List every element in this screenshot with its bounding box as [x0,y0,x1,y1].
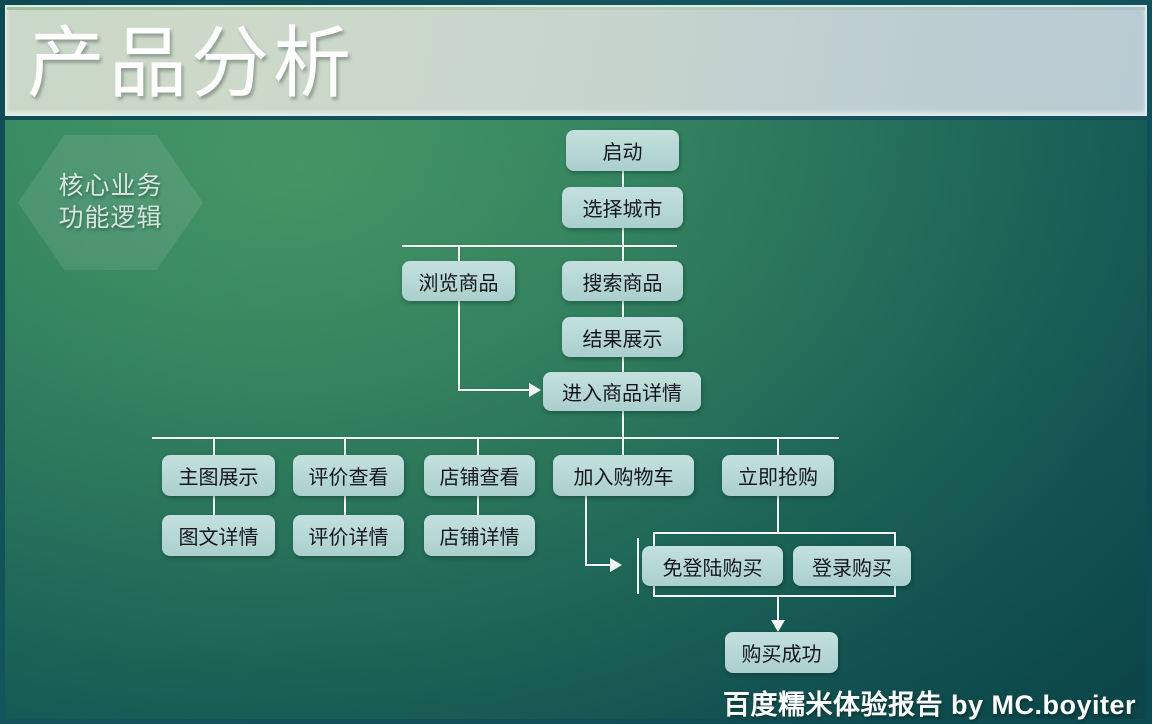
divider-purchase-group [637,538,639,594]
flow-node-add-cart[interactable]: 加入购物车 [553,455,694,496]
flow-node-label: 店铺查看 [439,467,520,489]
arrow-browse-to-detail [529,383,541,397]
flow-node-label: 店铺详情 [439,527,520,549]
flow-node-search-goods[interactable]: 搜索商品 [562,261,683,301]
flow-node-main-image[interactable]: 主图展示 [162,455,275,496]
section-badge-hexagon: 核心业务 功能逻辑 [18,135,203,270]
flow-node-label: 启动 [602,142,643,164]
connector-buy-now-down [777,496,779,533]
flow-node-browse-goods[interactable]: 浏览商品 [402,261,515,301]
connector-purchase-split-bar [653,532,896,534]
flow-node-review-detail[interactable]: 评价详情 [293,515,404,556]
flow-node-shop-detail[interactable]: 店铺详情 [424,515,535,556]
slide-header-banner: 产品分析 [5,5,1147,116]
flow-node-buy-now[interactable]: 立即抢购 [722,455,834,496]
flow-node-buy-success[interactable]: 购买成功 [725,632,838,673]
flow-node-image-text[interactable]: 图文详情 [162,515,275,556]
flow-node-select-city[interactable]: 选择城市 [562,187,683,228]
connector-to-main-image [213,437,215,455]
flow-node-label: 图文详情 [178,527,259,549]
connector-add-cart-down [585,496,587,566]
connector-city-down [622,228,624,246]
flow-node-label: 主图展示 [178,467,259,489]
flow-node-label: 进入商品详情 [562,383,682,405]
connector-merge-to-success [777,595,779,623]
connector-main-image-to-imagetext [213,496,215,515]
flow-node-label: 立即抢购 [738,467,818,489]
connector-purchase-merge-bar [653,595,896,597]
connector-split-bar-top [402,245,677,247]
flow-node-label: 评价查看 [308,467,389,489]
connector-split-bar-wide [152,437,839,439]
connector-login-buy-down [894,586,896,596]
connector-review-view-to-detail [344,496,346,515]
flow-node-goods-detail[interactable]: 进入商品详情 [543,372,701,411]
connector-browse-down [458,301,460,390]
flow-node-label: 结果展示 [582,328,663,351]
header-accent-line [7,7,1145,10]
flow-node-label: 购买成功 [741,644,822,666]
flow-node-result-display[interactable]: 结果展示 [562,317,683,357]
connector-browse-right [458,389,530,391]
flow-node-label: 登录购买 [812,557,892,580]
arrow-add-cart-to-purchase [610,558,622,572]
connector-search-to-result [622,301,624,318]
connector-add-cart-right [585,564,611,566]
connector-result-to-detail [622,357,624,374]
connector-to-buy-now [777,437,779,455]
flow-node-label: 浏览商品 [418,272,499,295]
slide-footer-credit: 百度糯米体验报告 by MC.boyiter [722,690,1136,720]
connector-to-guest-buy [653,532,655,546]
flow-node-login-buy[interactable]: 登录购买 [793,546,911,586]
flow-node-label: 加入购物车 [573,467,674,489]
connector-to-review-view [344,437,346,455]
connector-to-add-cart [622,437,624,455]
connector-to-browse [458,245,460,262]
connector-guest-buy-down [653,586,655,596]
flow-node-guest-buy[interactable]: 免登陆购买 [642,546,783,586]
flow-node-start[interactable]: 启动 [566,130,679,171]
flow-node-shop-view[interactable]: 店铺查看 [424,455,535,496]
badge-line-2: 功能逻辑 [58,204,163,232]
connector-to-search [622,245,624,262]
flow-node-label: 评价详情 [308,527,389,549]
connector-to-shop-view [477,437,479,455]
connector-shop-view-to-detail [477,496,479,515]
flow-node-label: 搜索商品 [582,272,663,295]
connector-detail-down [622,410,624,438]
connector-to-login-buy [894,532,896,546]
arrow-to-buy-success [771,620,785,632]
flow-node-label: 选择城市 [582,199,663,221]
flow-node-label: 免登陆购买 [662,557,763,580]
flow-node-review-view[interactable]: 评价查看 [293,455,404,496]
badge-line-1: 核心业务 [58,172,163,200]
diagram-area: 核心业务 功能逻辑 [5,120,1147,719]
page-title: 产品分析 [27,19,356,107]
